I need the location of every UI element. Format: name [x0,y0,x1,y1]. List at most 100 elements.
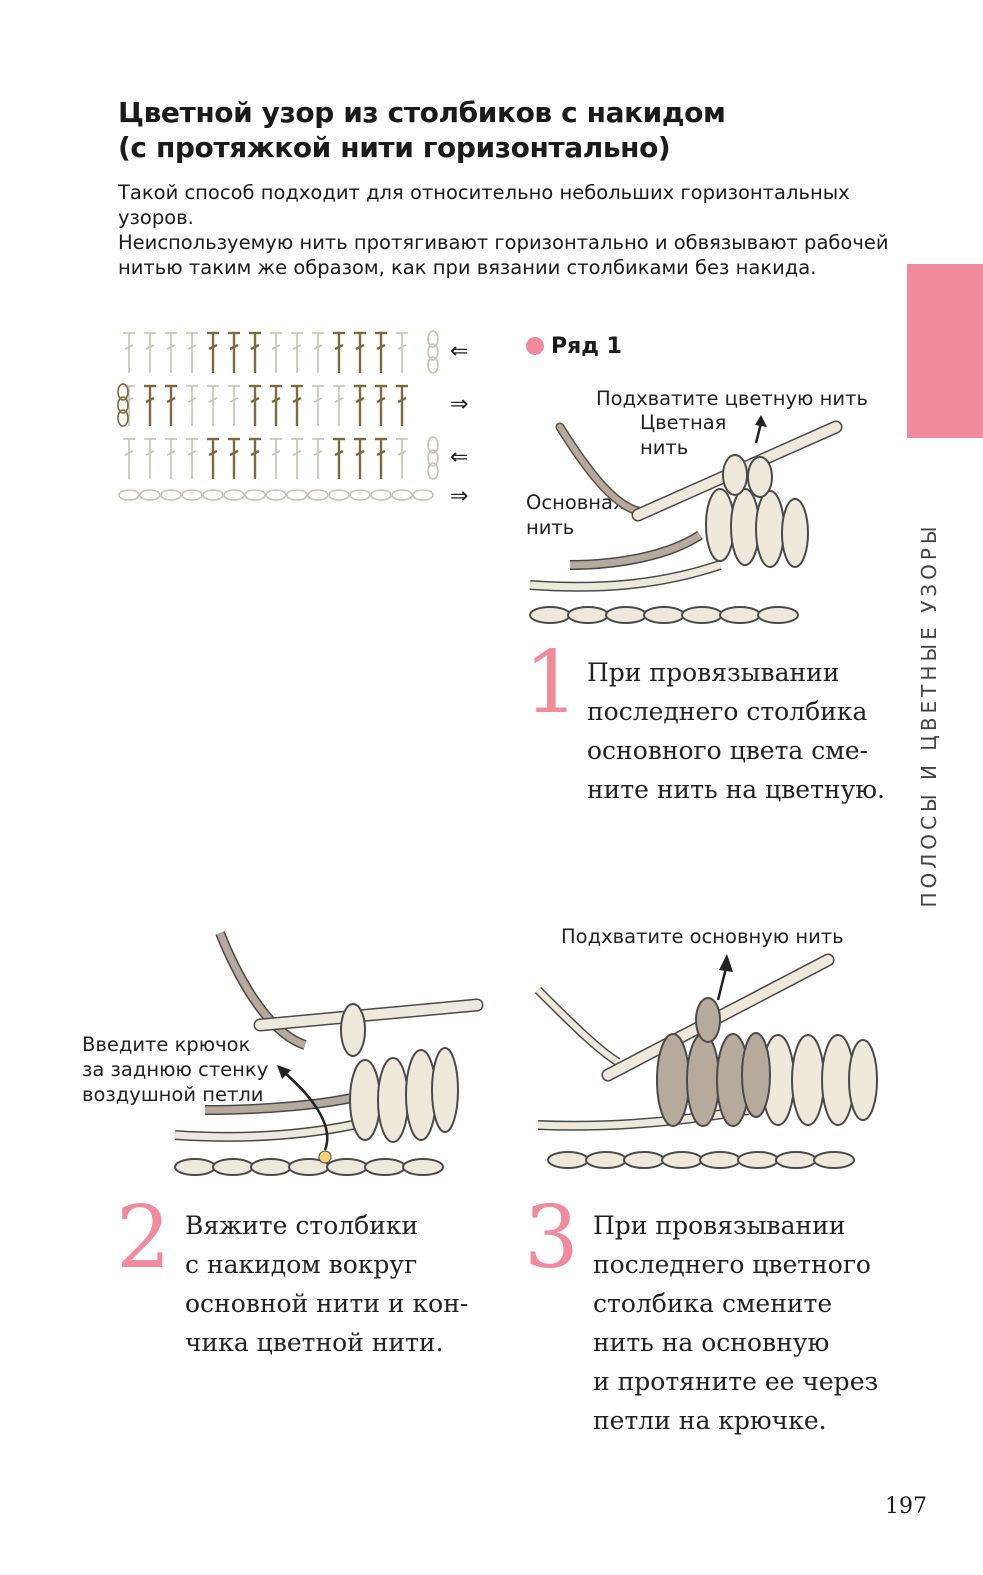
chart-turning-chain [427,343,439,361]
chart-stitch-symbol [144,438,156,479]
step1-callout-color-line1: Цветная [640,411,727,434]
step1-callout-top: Подхватите цветную нить [596,387,868,410]
chart-foundation-chain [160,489,182,501]
step2-callout: Введите крючок за заднюю стенку воздушно… [82,1032,268,1107]
chart-foundation-chain [202,489,224,501]
section-side-label-text: ПОЛОСЫ И ЦВЕТНЫЕ УЗОРЫ [917,522,941,908]
step-3-text: При провязывании последнего цветного сто… [593,1211,879,1435]
chart-stitch-symbol [396,332,408,373]
step1-callout-main-line1: Основная [526,491,625,514]
step2-illustration [174,931,484,1176]
chart-foundation-chain [244,489,266,501]
chart-foundation-chain [370,489,392,501]
chart-stitch-symbol [396,384,408,426]
chart-foundation-chain [349,489,371,501]
chart-stitch-symbol [249,437,261,479]
row-1-label-text: Ряд 1 [551,334,622,359]
chart-stitch-symbol [228,331,240,373]
chart-stitch-symbol [354,331,366,373]
page-number: 197 [885,1494,927,1519]
step1-callout-main-line2: нить [526,516,575,539]
chart-stitch-symbol [249,384,261,426]
chart-turning-chain [117,383,129,401]
row-arrow-3: ⇐ [450,445,468,470]
step1-callout-color: Цветная нить [640,410,726,460]
step2-callout-line1: Введите крючок [82,1033,251,1056]
intro-text: Такой способ подходит для относительно н… [118,180,898,280]
chart-stitch-symbol [165,438,177,479]
step-2-text: Вяжите столбики с накидом вокруг основно… [185,1211,469,1357]
chart-stitch-symbol [165,384,177,426]
step3-callout-top: Подхватите основную нить [561,925,844,948]
intro-paragraph-1: Такой способ подходит для относительно н… [118,181,850,229]
row-arrow-2: ⇒ [450,392,468,417]
chart-foundation-chain [286,489,308,501]
chart-stitch-symbol [165,332,177,373]
chart-stitch-symbol [270,332,282,373]
chart-stitch-symbol [207,385,219,426]
title-line-2: (с протяжкой нити горизонтально) [118,131,671,164]
row-1-label: Ряд 1 [526,334,622,359]
chart-stitch-symbol [270,384,282,426]
step2-callout-line2: за заднюю стенку [82,1058,269,1081]
step-1-text: При провязывании последнего столбика осн… [587,658,885,804]
step1-illustration [529,415,843,624]
chart-stitch-symbol [228,437,240,479]
row-dot-icon [526,337,544,355]
chart-stitch-symbol [228,385,240,426]
chart-stitch-symbol [291,332,303,373]
chart-stitch-symbol [354,437,366,479]
chart-turning-chain [427,449,439,467]
step2-callout-line3: воздушной петли [82,1083,264,1106]
chart-stitch-symbol [312,438,324,479]
chart-foundation-chain [118,489,140,501]
chart-stitch-symbol [144,332,156,373]
chart-stitch-symbol [144,384,156,426]
chart-stitch-symbol [291,384,303,426]
section-tab [907,264,983,438]
chart-foundation-chain [412,489,434,501]
chart-stitch-symbol [333,385,345,426]
chart-turning-chain [427,436,439,454]
title-line-1: Цветной узор из столбиков с накидом [118,96,726,129]
chart-stitch-symbol [186,385,198,426]
chart-stitch-symbol [123,385,135,426]
step-3-number: 3 [524,1188,579,1288]
chart-stitch-symbol [270,438,282,479]
section-side-label: ПОЛОСЫ И ЦВЕТНЫЕ УЗОРЫ [912,520,946,910]
chart-stitch-symbol [396,438,408,479]
chart-stitch-symbol [375,384,387,426]
chart-stitch-symbol [333,331,345,373]
row-arrow-4: ⇒ [450,484,468,509]
chart-stitch-symbol [123,332,135,373]
step3-illustration [534,953,878,1169]
step-1-number: 1 [524,633,579,733]
chart-stitch-symbol [123,438,135,479]
chart-turning-chain [117,396,129,414]
chart-foundation-chain [223,489,245,501]
chart-foundation-chain [265,489,287,501]
chart-turning-chain [427,356,439,374]
crochet-chart: ⇐ ⇒ ⇐ ⇒ [117,330,468,509]
chart-stitch-symbol [186,438,198,479]
chart-stitch-symbol [312,385,324,426]
chart-turning-chain [117,409,129,427]
page-title: Цветной узор из столбиков с накидом (с п… [118,95,878,165]
step1-callout-color-line2: нить [640,436,689,459]
step1-callout-main: Основная нить [526,490,625,540]
chart-stitch-symbol [312,332,324,373]
chart-stitch-symbol [186,332,198,373]
chart-stitches [117,330,439,501]
chart-stitch-symbol [249,331,261,373]
chart-foundation-chain [307,489,329,501]
step-2-number: 2 [116,1188,171,1288]
intro-paragraph-2: Неиспользуемую нить протягивают горизонт… [118,231,889,279]
chart-stitch-symbol [291,438,303,479]
chart-stitch-symbol [354,384,366,426]
chart-turning-chain [427,462,439,480]
chart-stitch-symbol [375,437,387,479]
chart-stitch-symbol [207,331,219,373]
chart-foundation-chain [328,489,350,501]
chart-stitch-symbol [207,437,219,479]
chart-stitch-symbol [375,331,387,373]
